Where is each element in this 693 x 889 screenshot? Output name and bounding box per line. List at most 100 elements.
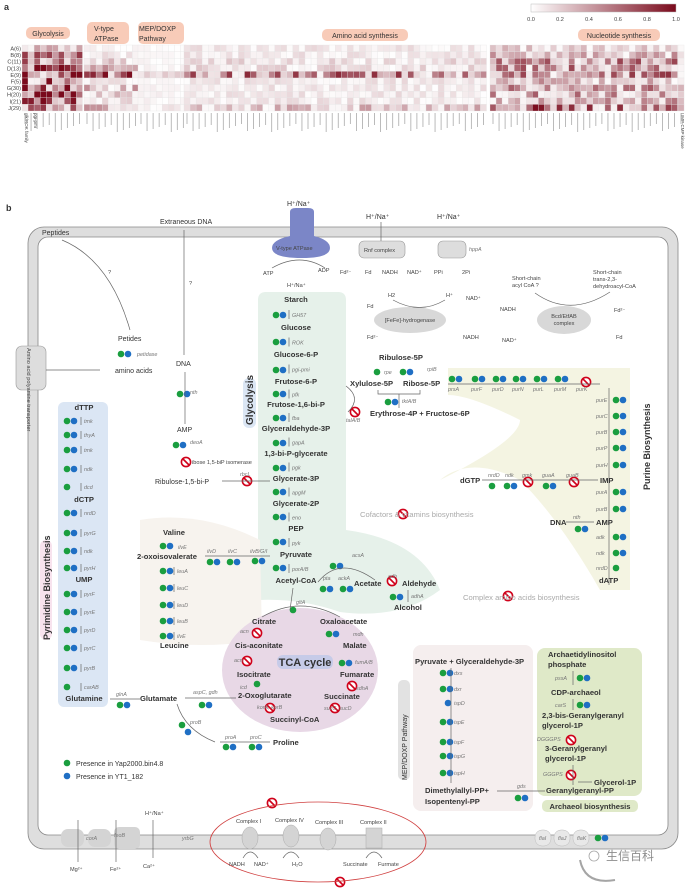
peptides-arrow (61, 239, 131, 331)
heatmap-cell (544, 51, 551, 59)
heatmap-cell (292, 51, 300, 59)
complex-iii[interactable] (319, 827, 337, 851)
heatmap-cell (677, 44, 685, 52)
heatmap-cell (262, 44, 269, 52)
heatmap-cell (480, 64, 487, 72)
heatmap-cell (377, 77, 384, 85)
pyrophosphatase[interactable] (437, 240, 467, 259)
bcd-product: Short-chain (593, 270, 622, 276)
heatmap-cell (108, 58, 115, 65)
heatmap-cell (335, 58, 342, 65)
heatmap-cell (201, 58, 209, 65)
aspc-label: aspC, gdh (193, 690, 218, 696)
heatmap-cell (450, 58, 457, 65)
hna-label: H⁺/Na⁺ (145, 810, 164, 817)
heatmap-cell (586, 51, 593, 59)
heatmap-cell (83, 84, 91, 92)
heatmap-cell (507, 91, 515, 98)
heatmap-cell (641, 64, 648, 72)
heatmap-cell (389, 84, 396, 92)
heatmap-cell (220, 104, 227, 112)
heatmap-cell (52, 84, 59, 92)
heatmap-cell (635, 51, 642, 59)
complex-ii[interactable] (365, 827, 383, 849)
presence-yt1-dot (332, 630, 340, 638)
cora-transporter[interactable] (61, 829, 84, 847)
heatmap-cell (377, 58, 384, 65)
heatmap-cell (21, 51, 29, 59)
heatmap-cell (395, 91, 402, 98)
heatmap-cell (201, 91, 209, 98)
flai[interactable] (534, 829, 552, 847)
heatmap-cell (120, 58, 127, 65)
bis-geranylgeranyl-2: glycerol-1P (542, 721, 583, 730)
heatmap-cell (562, 51, 569, 59)
heatmap-cell (665, 44, 672, 52)
heatmap-cell (329, 104, 336, 112)
heatmap-cell (341, 44, 348, 52)
heatmap-cell (462, 58, 469, 65)
enzyme-label: pyrH (83, 566, 95, 572)
heatmap-cell (70, 97, 77, 105)
heatmap-cell (641, 91, 648, 98)
heatmap-cell (220, 64, 227, 72)
isocitrate: Isocitrate (237, 670, 271, 679)
heatmap-cell (437, 97, 445, 105)
heatmap-cell (341, 97, 348, 105)
heatmap-cell (580, 51, 587, 59)
heatmap-cell (489, 64, 497, 72)
heatmap-cell (635, 91, 642, 98)
bcd-etfab-complex[interactable] (537, 306, 591, 334)
heatmap-cell (489, 77, 497, 85)
enzyme-label: ROK (292, 341, 304, 347)
heatmap-cell (70, 77, 77, 85)
heatmap-cell (21, 97, 29, 105)
rnf-complex[interactable] (358, 240, 406, 259)
amino-acid-transporter[interactable] (15, 345, 47, 391)
heatmap-cell (244, 58, 251, 65)
heatmap-cell (526, 58, 533, 65)
feob-transporter[interactable] (88, 829, 111, 847)
heatmap-cell (383, 77, 390, 85)
heatmap-cell (544, 104, 551, 112)
heatmap-cell (507, 58, 515, 65)
flak[interactable] (572, 829, 590, 847)
heatmap-cell (58, 104, 65, 112)
complex-iii-label: Complex III (315, 820, 344, 826)
row-label: F(5) (11, 80, 21, 86)
heatmap-cell (40, 104, 47, 112)
heatmap-cell (538, 97, 545, 105)
fd2-label: Fd²⁻ (614, 308, 625, 314)
heatmap-cell (274, 97, 281, 105)
heatmap-cell (244, 104, 251, 112)
heatmap-cell (616, 44, 624, 52)
presence-yt1-dot (179, 441, 187, 449)
enzyme-label: pyrD (83, 628, 95, 634)
header-glycolysis: Glycolysis (32, 31, 64, 38)
vtype-atpase[interactable] (272, 208, 330, 258)
heatmap-cell (189, 84, 197, 92)
heatmap-cell (27, 91, 35, 98)
pssa-label: pssA (554, 676, 567, 682)
fumarate: Fumarate (340, 670, 374, 679)
fefe-hydrogenase[interactable] (374, 307, 446, 333)
heatmap-cell (377, 64, 384, 72)
yrbg-transporter[interactable] (114, 827, 140, 849)
mep-title: MEP/DOXP Pathway (402, 714, 409, 780)
ppi-hna-label: H⁺/Na⁺ (437, 214, 461, 221)
heatmap-cell (480, 51, 487, 59)
heatmap-cell (201, 104, 209, 112)
heatmap-cell (604, 58, 612, 65)
heatmap-cell (586, 84, 593, 92)
complex-iv[interactable] (282, 824, 300, 848)
complex-i[interactable] (241, 826, 259, 850)
heatmap-cell (501, 77, 509, 85)
heatmap-cell (347, 91, 354, 98)
heatmap-cell (514, 77, 521, 85)
geranylgeranyl-glycerol: 3-Geranylgeranyl (545, 744, 607, 753)
heatmap-cell (52, 51, 59, 59)
heatmap-cell (114, 58, 121, 65)
flaj[interactable] (553, 829, 571, 847)
heatmap-cell (120, 104, 127, 112)
heatmap-cell (201, 44, 209, 52)
